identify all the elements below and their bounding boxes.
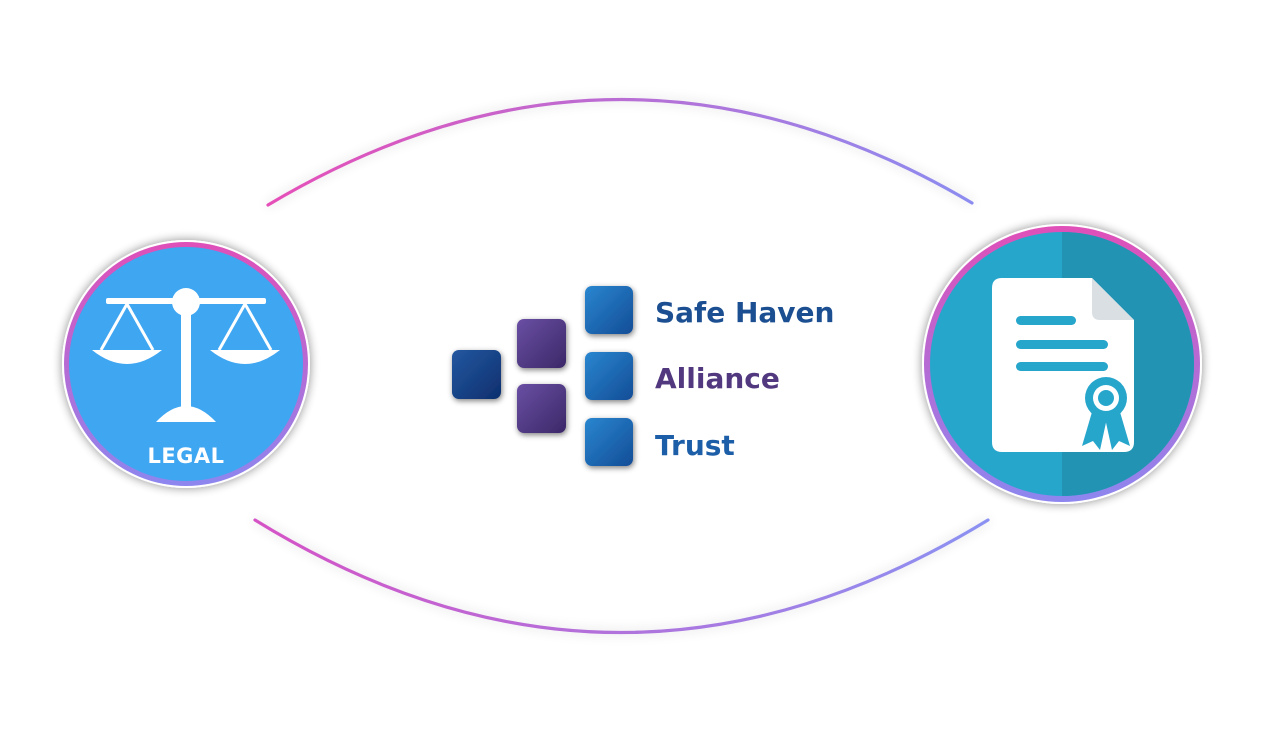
logo-square-top-right bbox=[585, 286, 633, 334]
bottom-connector-arc bbox=[253, 518, 990, 634]
certificate-badge bbox=[922, 224, 1202, 504]
scales-of-justice-icon bbox=[92, 288, 280, 422]
logo-square-left bbox=[452, 350, 501, 399]
legal-badge: LEGAL bbox=[62, 240, 310, 488]
safe-haven-alliance-trust-logo: Safe Haven Alliance Trust bbox=[452, 286, 834, 466]
logo-square-upper-purple bbox=[517, 319, 566, 368]
logo-mark bbox=[452, 286, 633, 466]
logo-square-bottom-right bbox=[585, 418, 633, 466]
certificate-document-icon bbox=[992, 278, 1134, 452]
logo-word-safe-haven: Safe Haven bbox=[655, 296, 834, 329]
logo-square-middle-right bbox=[585, 352, 633, 400]
top-connector-arc bbox=[266, 97, 974, 207]
legal-label: LEGAL bbox=[147, 444, 224, 468]
logo-word-trust: Trust bbox=[655, 429, 735, 462]
logo-square-lower-purple bbox=[517, 384, 566, 433]
logo-word-alliance: Alliance bbox=[655, 362, 780, 395]
